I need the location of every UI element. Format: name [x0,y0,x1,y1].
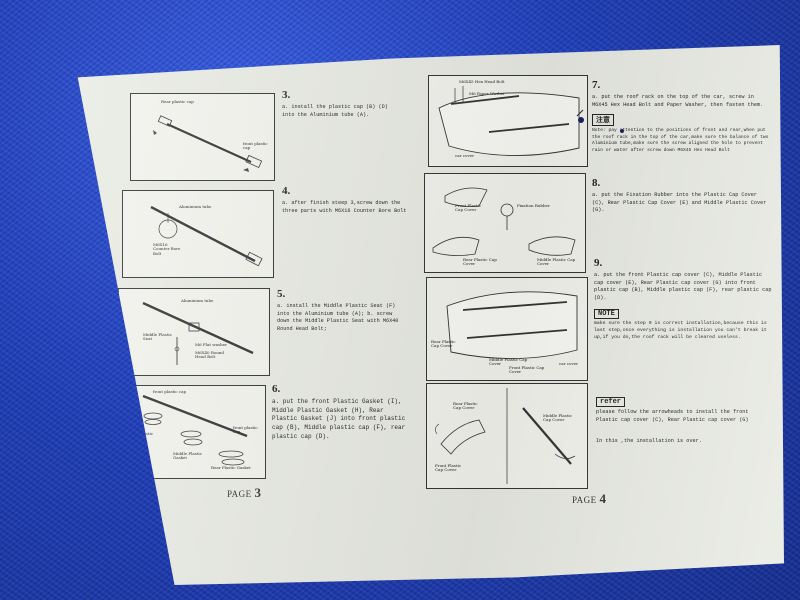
diagram-panel-step-9-detail: Rear Plastic Cap Cover Front Plastic Cap… [426,383,588,489]
label-front-plastic-cap-2: front plastic cap [233,425,258,435]
label-rear-cap-cover: Rear Plastic Cap Cover [463,257,497,267]
label-front-cap-cover: Front Plastic Cap Cover [509,365,545,375]
label-rear-plastic-cap: Rear plastic cap [161,99,194,104]
label-middle-cap-cover: Middle Plastic Cap Cover [543,413,572,423]
step-9-detail-illustration [435,388,576,484]
label-front-plastic-gasket: Front Plastic Gasket [127,431,154,441]
note-badge: NOTE [594,309,619,320]
torn-hole [578,117,584,123]
label-fixation-rubber: Fixation Rubber [517,203,550,208]
step-8-text: 8. a. put the Fixation Rubber into the P… [592,177,767,214]
label-aluminium-tube: Aluminium tube [181,298,214,303]
label-car-cover: car cover [559,361,578,366]
label-middle-cap-cover: Middle Plastic Cap Cover [537,257,576,267]
label-front-cap-cover: Front Plastic Cap Cover [455,203,482,213]
label-front-plastic-cap: front plastic cap [153,389,187,394]
label-front-plastic-cap: front plastic cap [243,141,268,151]
label-front-cap-cover: Front Plastic Cap Cover [435,463,462,473]
diagram-panel-step-9: Rear Plastic Cap Cover Middle Plastic Ca… [426,277,588,381]
torn-hole [620,129,624,133]
instruction-sheet: Rear plastic cap front plastic cap Alumi… [77,45,784,585]
label-middle-plastic-gasket: Middle Plastic Gasket [173,451,202,461]
step-9-text: 9. a. put the front Plastic cap cover (C… [594,257,772,341]
step-8-illustration [432,187,576,256]
refer-text: refer please follow the arrowheads to in… [596,390,772,446]
diagram-panel-step-5: Aluminium tube Middle Plastic Seat M6 Fl… [118,288,270,376]
step-5-illustration [142,300,254,365]
page-number-right: PAGE 4 [572,491,607,506]
diagram-panel-step-4: Aluminium tube M6X16 Counter Bore Bolt [122,190,274,278]
label-round-head-bolt: M6X40 Round Head Bolt [195,350,224,360]
label-flat-washer: M6 Flat washer [195,342,227,347]
diagram-panel-step-8: Front Plastic Cap Cover Fixation Rubber … [424,173,586,273]
label-rear-plastic-gasket: Rear Plastic Gasket [211,465,251,470]
label-counter-bore-bolt: M6X16 Counter Bore Bolt [153,242,181,256]
step-6-text: 6. a. put the front Plastic Gasket (I), … [272,383,406,440]
label-middle-plastic-seat: Middle Plastic Seat [143,332,172,342]
label-middle-cap-cover: Middle Plastic Cap Cover [489,357,528,367]
label-rear-cap-cover: Rear Plastic Cap Cover [431,339,456,349]
diagram-panel-step-6: front plastic cap Front Plastic Gasket M… [112,385,266,479]
step-9-illustration [446,291,578,359]
step-6-illustration [142,393,248,466]
step-3-illustration [153,115,263,172]
refer-badge: refer [596,397,626,407]
label-rear-cap-cover: Rear Plastic Cap Cover [453,401,478,411]
label-paper-washer: M6 Paper Washer [469,91,505,96]
notice-badge: 注意 [592,114,614,127]
label-hex-head-bolt: M6X45 Hex Head Bolt [459,79,505,84]
installation-over-text: In this ,the installation is over. [596,438,702,445]
step-4-illustration [150,204,263,267]
label-car-cover: car cover [455,153,474,158]
step-7-illustration [438,86,584,156]
step-5-text: 5. a. install the Middle Plastic Seat (F… [277,288,399,332]
step-4-text: 4. a. after finish steep 3,screw down th… [282,185,407,214]
diagram-panel-step-3: Rear plastic cap front plastic cap [130,93,275,181]
page-number-left: PAGE 3 [227,485,262,500]
step-7-text: 7. a. put the roof rack on the top of th… [592,79,769,154]
step-3-text: 3. a. install the plastic cap (B) (D) in… [282,89,388,118]
label-aluminium-tube: Aluminium tube [179,204,212,209]
diagram-panel-step-7: M6X45 Hex Head Bolt M6 Paper Washer car … [428,75,588,167]
